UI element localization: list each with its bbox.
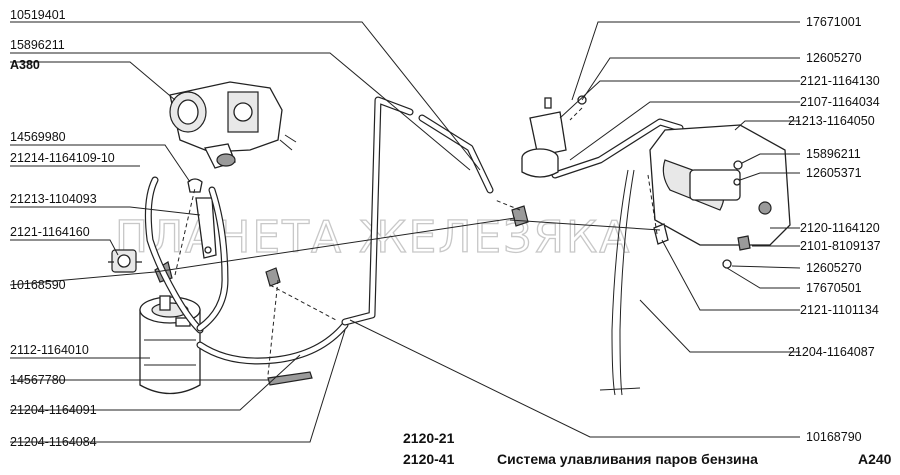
label-21204-1164091: 21204-1164091 — [10, 403, 97, 417]
footer: 2120-21 2120-41 Система улавливания паро… — [403, 430, 892, 467]
label-15896211-right: 15896211 — [806, 147, 861, 161]
fuel-tank — [649, 124, 791, 269]
diagram-code: A240 — [858, 451, 892, 467]
label-10168590: 10168590 — [10, 278, 66, 292]
label-2121-1101134: 2121-1101134 — [800, 303, 879, 317]
tube-bracket — [195, 197, 217, 259]
assembly-dashes — [174, 107, 658, 376]
clip-10168790 — [265, 267, 281, 287]
label-21213-1104093: 21213-1104093 — [10, 192, 97, 206]
label-17670501: 17670501 — [806, 281, 862, 295]
hose-clamp-top — [187, 178, 203, 193]
label-15896211-left: 15896211 — [10, 38, 65, 52]
label-14569980: 14569980 — [10, 130, 66, 144]
label-a380: A380 — [10, 58, 40, 72]
throttle-body — [169, 81, 297, 169]
label-14567780: 14567780 — [10, 373, 66, 387]
label-10519401: 10519401 — [10, 8, 66, 22]
label-12605371: 12605371 — [806, 166, 862, 180]
label-2101-8109137: 2101-8109137 — [800, 239, 881, 253]
label-2121-1164160: 2121-1164160 — [10, 225, 90, 239]
label-21204-1164087: 21204-1164087 — [788, 345, 875, 359]
label-17671001: 17671001 — [806, 15, 862, 29]
label-10168790: 10168790 — [806, 430, 862, 444]
charcoal-canister — [139, 295, 201, 395]
label-2121-1164130: 2121-1164130 — [800, 74, 880, 88]
label-21204-1164084: 21204-1164084 — [10, 435, 97, 449]
diagram-title: Система улавливания паров бензина — [497, 451, 758, 467]
label-12605270-bottom: 12605270 — [806, 261, 862, 275]
separator-valve — [521, 95, 587, 178]
leader-lines — [9, 21, 801, 443]
body-lines — [599, 169, 641, 396]
valve-2121 — [108, 249, 142, 273]
label-12605270-top: 12605270 — [806, 51, 862, 65]
labels-left: 10519401 15896211 A380 14569980 21214-11… — [10, 8, 115, 449]
label-21214-1164109-10: 21214-1164109-10 — [10, 151, 115, 165]
labels-right: 17671001 12605270 2121-1164130 2107-1164… — [788, 15, 881, 444]
model-code-2: 2120-41 — [403, 451, 455, 467]
model-code-1: 2120-21 — [403, 430, 455, 446]
label-21213-1164050: 21213-1164050 — [788, 114, 875, 128]
label-2112-1164010: 2112-1164010 — [10, 343, 89, 357]
label-2120-1164120: 2120-1164120 — [800, 221, 880, 235]
label-2107-1164034: 2107-1164034 — [800, 95, 880, 109]
